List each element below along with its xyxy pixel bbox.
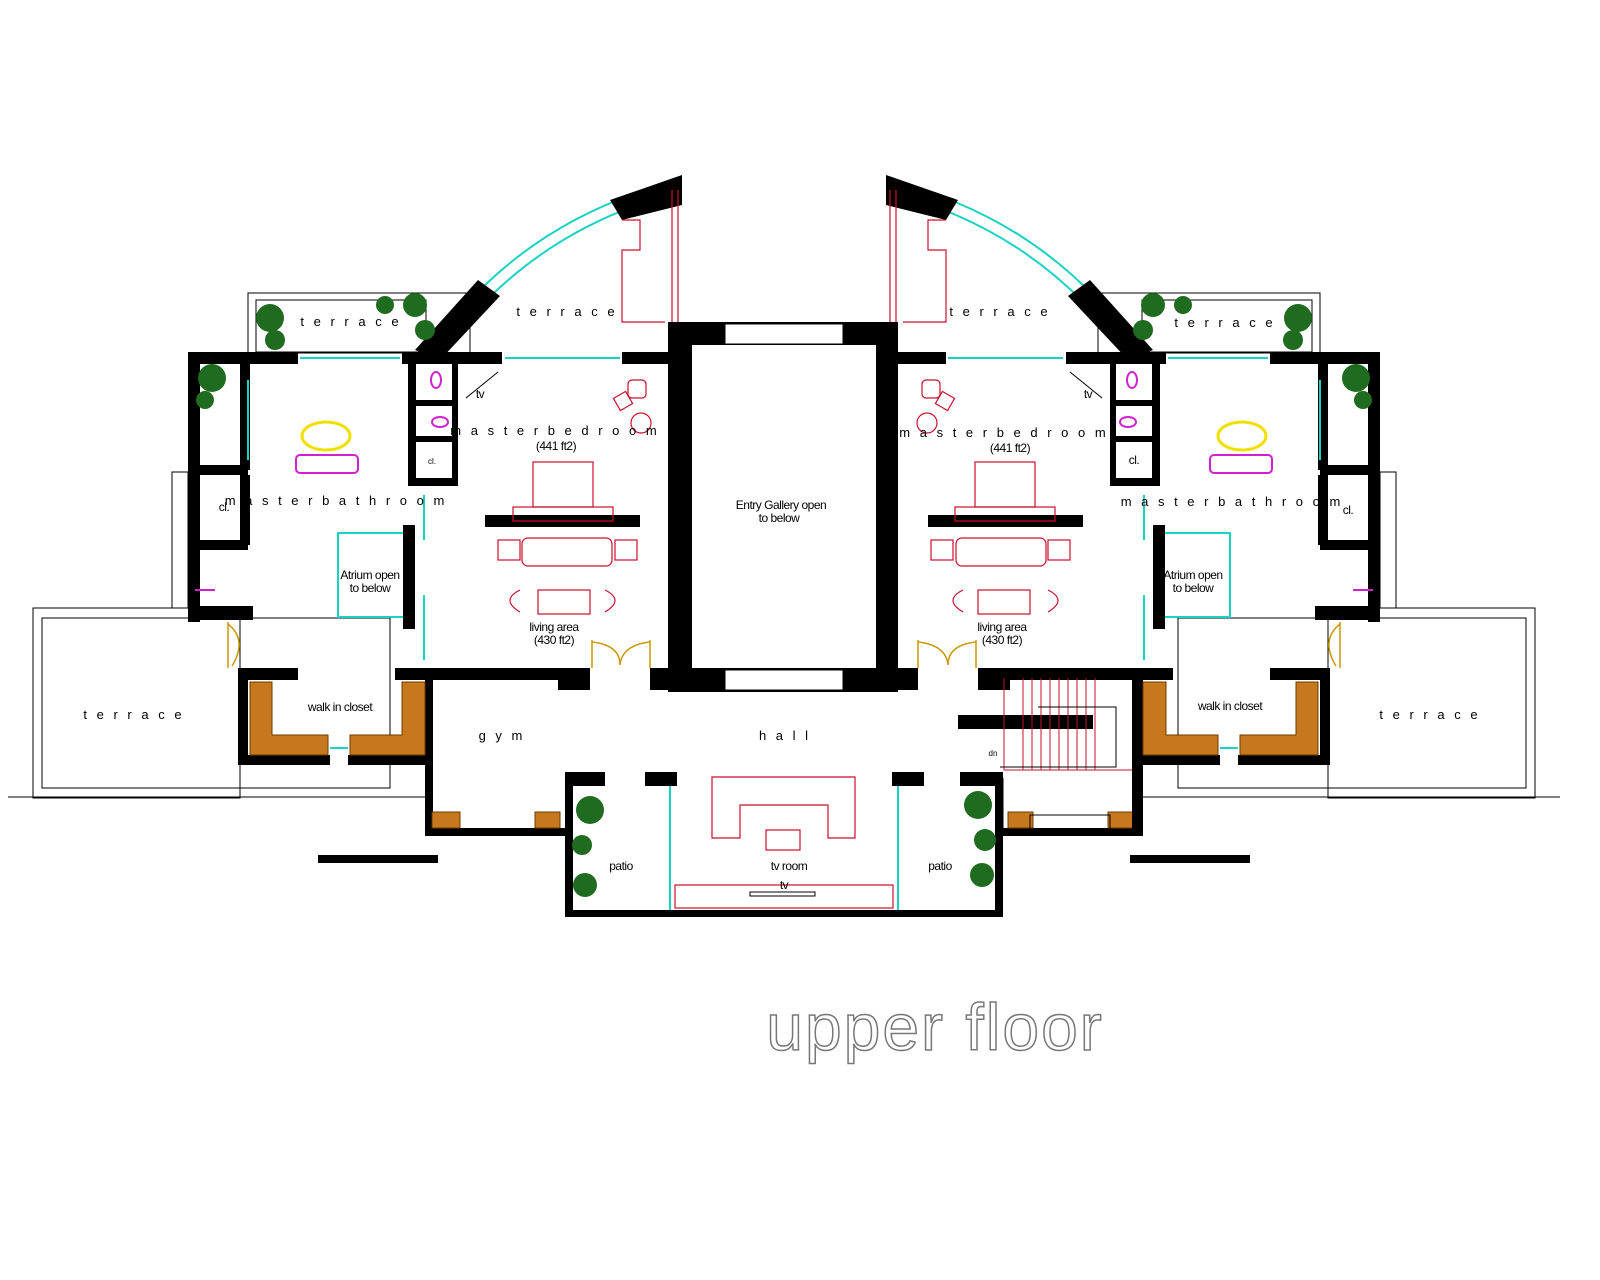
tv-room-walls [565, 772, 1003, 917]
label-tv-room: tv room [771, 859, 808, 873]
label-bedroom-area-right: (441 ft2) [990, 441, 1031, 455]
label-gym: g y m [479, 728, 526, 743]
staircase [958, 668, 1140, 833]
label-terrace-right-outer: t e r r a c e [1174, 315, 1275, 330]
label-closet-small-right: cl. [1129, 453, 1140, 467]
label-living-right: living area [977, 620, 1027, 634]
label-tv-right: tv [1084, 387, 1093, 401]
label-atrium-left-2: to below [350, 581, 392, 595]
label-terrace-left-big: t e r r a c e [83, 707, 184, 722]
label-living-area-left: (430 ft2) [534, 633, 575, 647]
label-terrace-right-arc: t e r r a c e [949, 304, 1050, 319]
label-terrace-left-outer: t e r r a c e [300, 314, 401, 329]
label-master-bedroom-right: m a s t e r b e d r o o m [899, 425, 1108, 440]
label-atrium-right-2: to below [1173, 581, 1215, 595]
label-master-bathroom-right: m a s t e r b a t h r o o m [1121, 494, 1344, 509]
label-closet-right: cl. [1343, 503, 1354, 517]
label-walk-in-left: walk in closet [307, 700, 374, 714]
label-living-left: living area [529, 620, 579, 634]
label-atrium-right-1: Atrium open [1163, 568, 1222, 582]
left-wing [6, 173, 684, 865]
label-walk-in-right: walk in closet [1197, 699, 1264, 713]
label-hall: h a l l [759, 728, 811, 743]
label-tv-left: tv [476, 387, 485, 401]
label-terrace-left-arc: t e r r a c e [516, 304, 617, 319]
label-atrium-left-1: Atrium open [340, 568, 399, 582]
label-terrace-right-big: t e r r a c e [1379, 707, 1480, 722]
label-patio-left: patio [609, 859, 633, 873]
label-tv-room-tv: tv [780, 878, 789, 892]
drawing-title: upper floor [766, 990, 1104, 1064]
entry-gallery-walls [650, 322, 918, 692]
right-wing [884, 173, 1562, 865]
label-entry-gallery-1: Entry Gallery open [736, 498, 826, 512]
label-entry-gallery-2: to below [759, 511, 801, 525]
label-closet-left: cl. [219, 500, 230, 514]
label-patio-right: patio [928, 859, 952, 873]
label-stairs-dn: dn [989, 749, 998, 758]
label-closet-small-left: cl. [428, 457, 436, 466]
label-bedroom-area-left: (441 ft2) [536, 439, 577, 453]
label-master-bathroom-left: m a s t e r b a t h r o o m [225, 493, 448, 508]
label-living-area-right: (430 ft2) [982, 633, 1023, 647]
label-master-bedroom-left: m a s t e r b e d r o o m [450, 423, 659, 438]
